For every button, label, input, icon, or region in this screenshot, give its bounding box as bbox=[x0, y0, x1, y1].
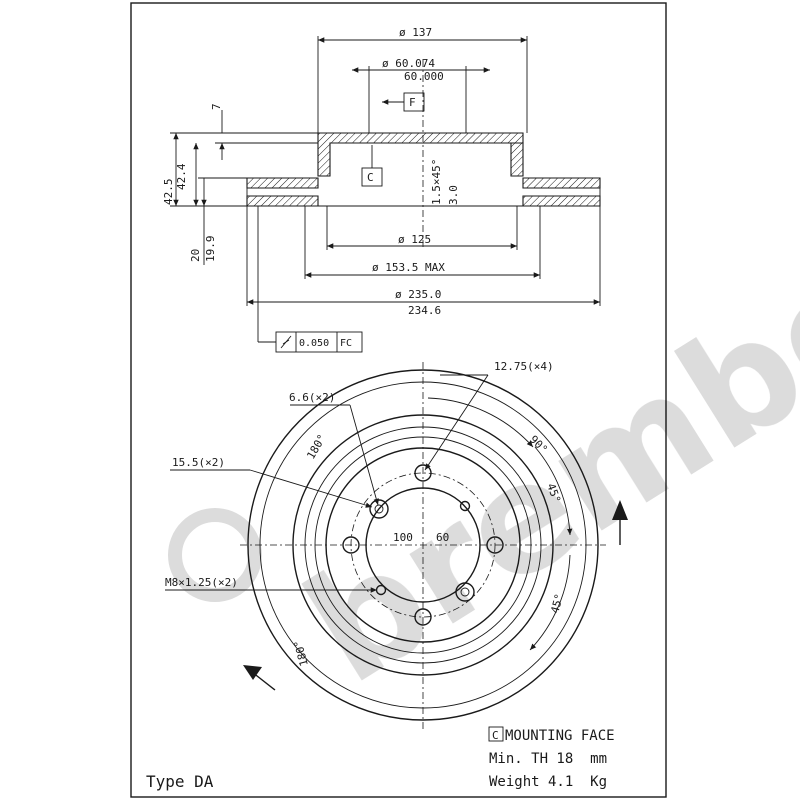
ring-right-bottom bbox=[522, 195, 601, 207]
dim-424: 42.4 bbox=[175, 163, 188, 190]
dim-60000: 60.000 bbox=[404, 70, 444, 83]
friction-inner bbox=[292, 414, 554, 676]
dim-20: 20 bbox=[189, 249, 202, 262]
rotation-arrow-down-left-icon bbox=[243, 665, 276, 691]
ring-right-top bbox=[522, 177, 601, 189]
type-label: Type DA bbox=[146, 772, 214, 791]
dim-199: 19.9 bbox=[204, 236, 217, 263]
dim-chamfer: 1.5×45° bbox=[430, 159, 443, 205]
ang-45a: 45° bbox=[544, 482, 563, 505]
locator-hole-1 bbox=[369, 499, 389, 519]
ring-left-bottom bbox=[246, 195, 319, 207]
stud-hole-top bbox=[414, 464, 432, 482]
drawing-frame bbox=[130, 2, 667, 798]
legend-c-box bbox=[488, 726, 504, 742]
dim-125: ø 125 bbox=[398, 233, 431, 246]
legend-weight: Weight 4.1 Kg bbox=[489, 774, 607, 790]
dim-60074: ø 60.074 bbox=[382, 57, 435, 70]
rotation-arrow-up-icon bbox=[612, 500, 628, 545]
legend-mounting: MOUNTING FACE bbox=[505, 728, 615, 744]
datum-f: F bbox=[409, 96, 416, 109]
dim-thick: 3.0 bbox=[447, 185, 460, 205]
datum-c: C bbox=[367, 171, 374, 184]
dim-holes66: 6.6(×2) bbox=[289, 391, 335, 404]
ring-left-top bbox=[246, 177, 319, 189]
tol-value: 0.050 bbox=[299, 338, 329, 349]
stud-hole-bottom bbox=[414, 608, 432, 626]
ang-180a: 180° bbox=[304, 432, 329, 461]
legend-c: C bbox=[492, 729, 499, 742]
hat-top-left bbox=[317, 132, 524, 177]
locator-hole-2 bbox=[455, 582, 475, 602]
dim-holes4: 12.75(×4) bbox=[494, 360, 554, 373]
flatness-icon bbox=[280, 335, 292, 349]
section-view: ø 137 ø 60.074 60.000 F C 1.5×45° 3.0 ø … bbox=[162, 26, 601, 353]
dim-thread: M8×1.25(×2) bbox=[165, 576, 238, 589]
dim-235: ø 235.0 bbox=[395, 288, 441, 301]
datum-f-box bbox=[403, 92, 425, 112]
dim-234: 234.6 bbox=[408, 304, 441, 317]
dim-153: ø 153.5 MAX bbox=[372, 261, 445, 274]
tol-ref: FC bbox=[340, 338, 352, 349]
tolerance-frame bbox=[275, 331, 363, 353]
dim-137: ø 137 bbox=[399, 26, 432, 39]
dim-425: 42.5 bbox=[162, 179, 175, 206]
pcd-100: 100 bbox=[393, 531, 413, 544]
legend-min-th: Min. TH 18 mm bbox=[489, 751, 607, 767]
ang-45b: 45° bbox=[548, 592, 566, 615]
outer-diameter bbox=[247, 369, 599, 721]
watermark-text: brembo bbox=[278, 226, 800, 718]
dim-holes155: 15.5(×2) bbox=[172, 456, 225, 469]
hat-wall-right bbox=[510, 142, 524, 177]
thread-hole-1 bbox=[459, 500, 471, 512]
pcd-60: 60 bbox=[436, 531, 449, 544]
dim-7: 7 bbox=[210, 103, 223, 110]
stud-hole-right bbox=[486, 536, 504, 554]
stud-hole-left bbox=[342, 536, 360, 554]
legend: C MOUNTING FACE Min. TH 18 mm Weight 4.1… bbox=[488, 726, 615, 790]
front-view: 12.75(×4) 6.6(×2) 15.5(×2) M8×1.25(×2) 9… bbox=[165, 360, 628, 730]
